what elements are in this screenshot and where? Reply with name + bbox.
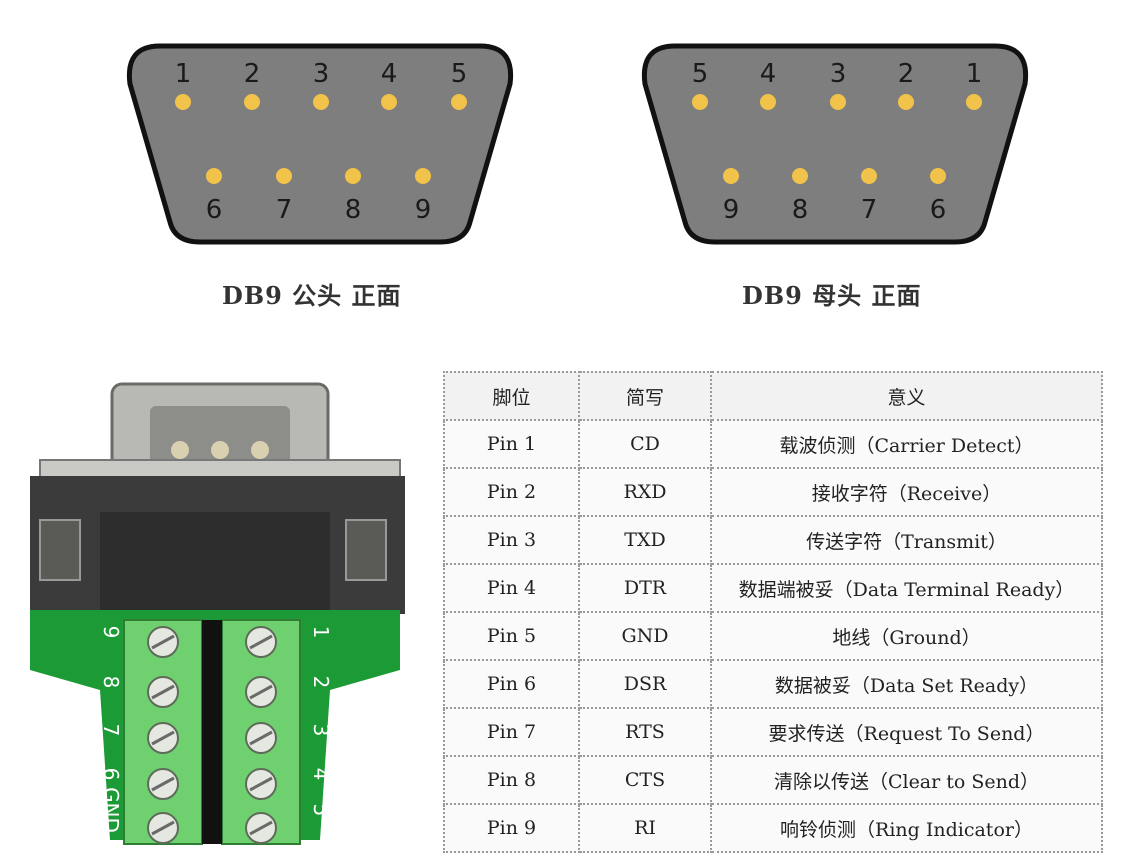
cell-abbr: CD bbox=[578, 419, 712, 469]
cell-meaning: 传送字符（Transmit） bbox=[710, 515, 1103, 565]
table-header-row: 脚位 简写 意义 bbox=[443, 371, 1103, 421]
cell-meaning: 要求传送（Request To Send） bbox=[710, 707, 1103, 757]
cell-meaning: 清除以传送（Clear to Send） bbox=[710, 755, 1103, 805]
cell-meaning: 数据端被妥（Data Terminal Ready） bbox=[710, 563, 1103, 613]
female-connector-shell bbox=[641, 43, 1029, 245]
header-meaning: 意义 bbox=[710, 371, 1103, 421]
male-top-pin-number: 5 bbox=[451, 59, 468, 89]
board-label-right: 1 bbox=[309, 626, 333, 639]
cell-abbr: RTS bbox=[578, 707, 712, 757]
board-label-left: 9 bbox=[99, 626, 123, 639]
board-label-right: 4 bbox=[309, 768, 333, 781]
male-bottom-pin-dot bbox=[345, 168, 361, 184]
male-bottom-pin-dot bbox=[415, 168, 431, 184]
cell-pin: Pin 5 bbox=[443, 611, 580, 661]
cell-meaning: 数据被妥（Data Set Ready） bbox=[710, 659, 1103, 709]
female-top-pin-number: 4 bbox=[760, 59, 777, 89]
cell-pin: Pin 9 bbox=[443, 803, 580, 853]
cell-pin: Pin 3 bbox=[443, 515, 580, 565]
cell-pin: Pin 6 bbox=[443, 659, 580, 709]
db9-male-diagram: 1 2 3 4 5 6 7 8 9 5 4 3 2 1 9 8 7 6 bbox=[126, 43, 1029, 245]
female-bottom-pin-number: 9 bbox=[723, 195, 740, 225]
male-bottom-pin-number: 9 bbox=[415, 195, 432, 225]
male-top-pin-number: 2 bbox=[244, 59, 261, 89]
cell-meaning: 响铃侦测（Ring Indicator） bbox=[710, 803, 1103, 853]
board-label-left: GND bbox=[99, 787, 123, 833]
board-label-right: 3 bbox=[309, 724, 333, 737]
female-bottom-pin-dot bbox=[723, 168, 739, 184]
male-top-pin-dot bbox=[313, 94, 329, 110]
cell-pin: Pin 2 bbox=[443, 467, 580, 517]
male-top-pin-number: 4 bbox=[381, 59, 398, 89]
male-caption: DB9 公头 正面 bbox=[222, 281, 402, 310]
female-top-pin-dot bbox=[966, 94, 982, 110]
cell-pin: Pin 8 bbox=[443, 755, 580, 805]
female-top-pin-dot bbox=[830, 94, 846, 110]
header-abbr: 简写 bbox=[578, 371, 712, 421]
female-bottom-pin-number: 6 bbox=[930, 195, 947, 225]
cell-pin: Pin 1 bbox=[443, 419, 580, 469]
plug-pin bbox=[251, 441, 269, 459]
cell-abbr: RI bbox=[578, 803, 712, 853]
male-top-pin-number: 3 bbox=[313, 59, 330, 89]
male-top-pin-dot bbox=[381, 94, 397, 110]
female-top-pin-dot bbox=[692, 94, 708, 110]
male-bottom-pin-dot bbox=[206, 168, 222, 184]
male-top-pin-dot bbox=[175, 94, 191, 110]
cell-meaning: 地线（Ground） bbox=[710, 611, 1103, 661]
cell-meaning: 载波侦测（Carrier Detect） bbox=[710, 419, 1103, 469]
female-top-pin-dot bbox=[760, 94, 776, 110]
female-bottom-pin-number: 7 bbox=[861, 195, 878, 225]
board-label-left: 6 bbox=[99, 768, 123, 781]
cell-abbr: DSR bbox=[578, 659, 712, 709]
female-top-pin-number: 3 bbox=[830, 59, 847, 89]
female-bottom-pin-dot bbox=[861, 168, 877, 184]
cell-abbr: RXD bbox=[578, 467, 712, 517]
female-top-pin-number: 5 bbox=[692, 59, 709, 89]
cell-pin: Pin 7 bbox=[443, 707, 580, 757]
board-label-left: 8 bbox=[99, 676, 123, 689]
board-label-right: 5 bbox=[309, 804, 333, 817]
female-bottom-pin-dot bbox=[792, 168, 808, 184]
cell-abbr: GND bbox=[578, 611, 712, 661]
female-top-pin-number: 1 bbox=[966, 59, 983, 89]
board-label-right: 2 bbox=[309, 676, 333, 689]
male-bottom-pin-number: 7 bbox=[276, 195, 293, 225]
plug-pin bbox=[171, 441, 189, 459]
female-caption: DB9 母头 正面 bbox=[742, 281, 922, 310]
male-connector-shell bbox=[126, 43, 514, 245]
male-top-pin-dot bbox=[244, 94, 260, 110]
cell-pin: Pin 4 bbox=[443, 563, 580, 613]
plug-pin bbox=[211, 441, 229, 459]
cell-abbr: CTS bbox=[578, 755, 712, 805]
cell-abbr: DTR bbox=[578, 563, 712, 613]
male-bottom-pin-number: 6 bbox=[206, 195, 223, 225]
female-top-pin-dot bbox=[898, 94, 914, 110]
male-top-pin-dot bbox=[451, 94, 467, 110]
female-bottom-pin-dot bbox=[930, 168, 946, 184]
cell-abbr: TXD bbox=[578, 515, 712, 565]
male-bottom-pin-number: 8 bbox=[345, 195, 362, 225]
cell-meaning: 接收字符（Receive） bbox=[710, 467, 1103, 517]
board-label-left: 7 bbox=[99, 724, 123, 737]
male-top-pin-number: 1 bbox=[175, 59, 192, 89]
male-bottom-pin-dot bbox=[276, 168, 292, 184]
female-bottom-pin-number: 8 bbox=[792, 195, 809, 225]
female-top-pin-number: 2 bbox=[898, 59, 915, 89]
header-pin: 脚位 bbox=[443, 371, 580, 421]
